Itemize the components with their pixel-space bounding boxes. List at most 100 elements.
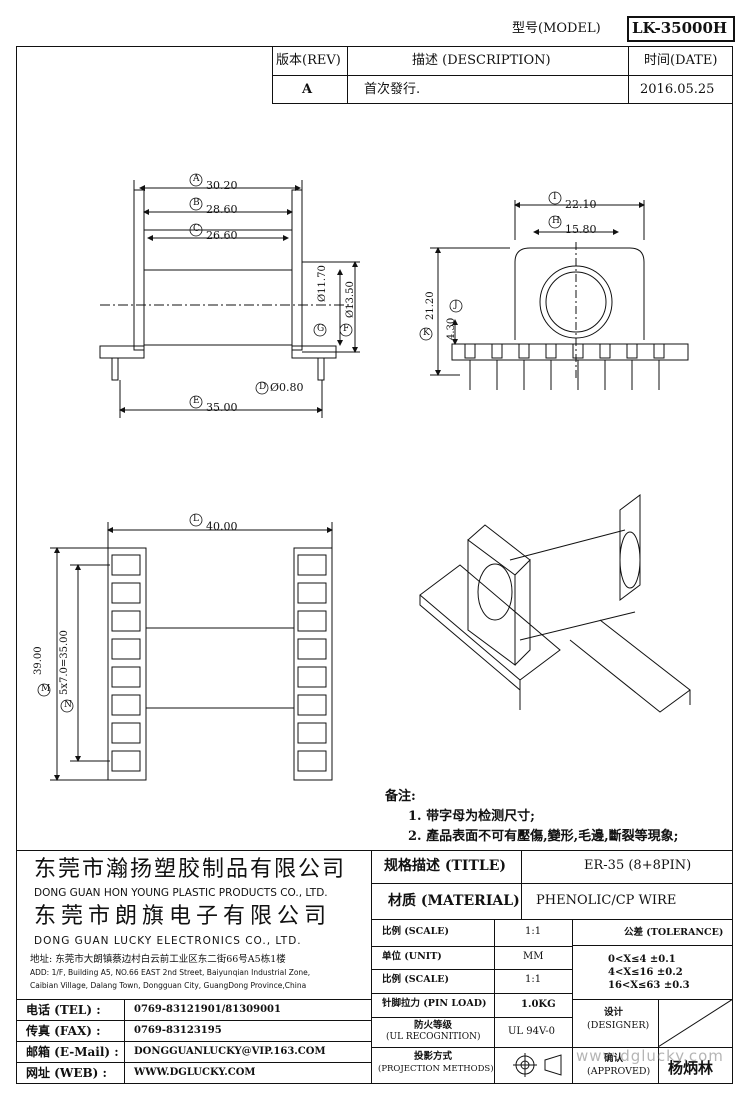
tolerance-label: 公差 (TOLERANCE): [624, 927, 724, 938]
spec-scale-label-2: 比例 (SCALE): [382, 974, 450, 985]
spec-fire-label-2: (UL RECOGNITION): [386, 1032, 481, 1042]
callout-m-label: M: [41, 684, 51, 694]
spec-proj-label-2: (PROJECTION METHODS): [378, 1064, 494, 1074]
desc-value: 首次發行.: [364, 82, 421, 97]
dim-j: 4.30: [446, 317, 457, 340]
address-en-1: ADD: 1/F, Building A5, NO.66 EAST 2nd St…: [30, 968, 311, 977]
spec-fire-label-1: 防火等级: [414, 1020, 453, 1031]
spec-scale-value-2: 1:1: [525, 974, 542, 985]
callout-b-label: B: [193, 198, 200, 208]
spec-pinload-value: 1.0KG: [521, 999, 556, 1010]
revision-table: 版本(REV) 描述 (DESCRIPTION) 时间(DATE) A 首次發行…: [272, 46, 733, 104]
isometric-view: [419, 494, 691, 713]
notes-title: 备注:: [385, 789, 416, 804]
rev-header: 版本(REV): [276, 53, 341, 68]
callout-b: [189, 197, 203, 211]
front-view: [99, 180, 360, 418]
callout-g: [313, 323, 327, 337]
date-value: 2016.05.25: [640, 82, 715, 97]
company-name-1-cn: 东莞市瀚扬塑胶制品有限公司: [34, 857, 347, 882]
contact-email-label: 邮箱 (E-Mail) :: [26, 1045, 119, 1059]
model-label: 型号(MODEL): [512, 21, 601, 36]
designer-label-1: 设计: [604, 1007, 624, 1018]
spec-unit-label: 单位 (UNIT): [382, 951, 442, 962]
callout-a: [189, 173, 203, 187]
spec-proj-label-1: 投影方式: [414, 1051, 453, 1062]
model-box: [627, 16, 735, 42]
address-cn: 地址: 东莞市大朗镇蔡边村白云前工业区东二街66号A5栋1楼: [30, 954, 286, 965]
dim-h: 15.80: [565, 223, 597, 236]
callout-i-label: I: [553, 192, 557, 202]
dim-b: 28.60: [206, 203, 238, 216]
dim-g: Ø11.70: [317, 265, 328, 302]
drawing-frame: [16, 46, 733, 1084]
spec-material-value: PHENOLIC/CP WIRE: [536, 893, 677, 908]
approved-label-1: 确认: [604, 1053, 624, 1064]
tolerance-3: 16<X≤63 ±0.3: [608, 980, 690, 991]
dim-l: 40.00: [206, 520, 238, 533]
dim-e: 35.00: [206, 401, 238, 414]
company-name-2-en: DONG GUAN LUCKY ELECTRONICS CO., LTD.: [34, 935, 302, 947]
spec-fire-value: UL 94V-0: [508, 1026, 556, 1037]
contact-fax-value: 0769-83123195: [134, 1025, 222, 1036]
contact-tel-value: 0769-83121901/81309001: [134, 1004, 281, 1015]
address-en-2: Caibian Village, Dalang Town, Dongguan C…: [30, 981, 307, 990]
rev-value: A: [302, 82, 313, 97]
desc-header: 描述 (DESCRIPTION): [412, 53, 551, 68]
callout-e: [189, 395, 203, 409]
callout-d-label: D: [259, 382, 267, 392]
dim-n: 5x7.0=35.00: [59, 630, 70, 695]
callout-f-label: F: [343, 324, 350, 334]
callout-l-label: L: [193, 514, 199, 524]
contact-web-value[interactable]: WWW.DGLUCKY.COM: [134, 1067, 256, 1078]
designer-label-2: (DESIGNER): [587, 1020, 650, 1031]
spec-pinload-label: 针脚拉力 (PIN LOAD): [382, 998, 487, 1009]
dim-k: 21.20: [425, 291, 436, 320]
callout-f: [339, 323, 353, 337]
approved-label-2: (APPROVED): [587, 1066, 651, 1077]
dim-m: 39.00: [33, 646, 44, 675]
date-header: 时间(DATE): [644, 53, 718, 68]
callout-l: [189, 513, 203, 527]
dim-i: 22.10: [565, 198, 597, 211]
dim-d: Ø0.80: [270, 381, 304, 394]
projection-symbol-icon: [513, 1053, 562, 1077]
spec-title-value: ER-35 (8+8PIN): [584, 858, 692, 873]
callout-n: [60, 699, 74, 713]
company-name-2-cn: 东莞市朗旗电子有限公司: [34, 904, 332, 929]
contact-fax-label: 传真 (FAX) :: [26, 1024, 101, 1038]
callout-g-label: G: [317, 324, 325, 334]
callout-m: [37, 683, 51, 697]
tolerance-1: 0<X≤4 ±0.1: [608, 954, 676, 965]
callout-d: [255, 381, 269, 395]
callout-k-label: K: [423, 328, 430, 338]
spec-scale-value-1: 1:1: [525, 926, 542, 937]
spec-material-label: 材质 (MATERIAL): [388, 893, 520, 909]
note-item-2: 2. 產品表面不可有壓傷,變形,毛邊,斷裂等現象;: [408, 829, 679, 844]
end-view: [430, 200, 689, 390]
dim-f: Ø13.50: [345, 281, 356, 318]
spec-unit-value: MM: [523, 951, 544, 962]
callout-j: [449, 299, 463, 313]
callout-j-label: J: [454, 300, 458, 310]
callout-k: [419, 327, 433, 341]
contact-web-label: 网址 (WEB) :: [26, 1066, 107, 1080]
approved-value: 杨炳林: [668, 1059, 714, 1077]
note-item-1: 1. 带字母为检测尺寸;: [408, 809, 535, 824]
spec-scale-label-1: 比例 (SCALE): [382, 926, 450, 937]
callout-h: [548, 215, 562, 229]
model-number: LK-35000H: [632, 19, 728, 37]
tolerance-2: 4<X≤16 ±0.2: [608, 967, 683, 978]
callout-a-label: A: [193, 174, 200, 184]
company-name-1-en: DONG GUAN HON YOUNG PLASTIC PRODUCTS CO.…: [34, 887, 328, 899]
title-block: 东莞市瀚扬塑胶制品有限公司 DONG GUAN HON YOUNG PLASTI…: [16, 850, 733, 1084]
callout-h-label: H: [552, 216, 560, 226]
contact-tel-label: 电话 (TEL) :: [26, 1003, 101, 1017]
top-view: [50, 522, 333, 781]
callout-e-label: E: [193, 396, 200, 406]
contact-email-value[interactable]: DONGGUANLUCKY@VIP.163.COM: [134, 1046, 326, 1057]
callout-n-label: N: [64, 700, 72, 710]
callout-i: [548, 191, 562, 205]
watermark: www.dglucky.com: [576, 1047, 724, 1065]
